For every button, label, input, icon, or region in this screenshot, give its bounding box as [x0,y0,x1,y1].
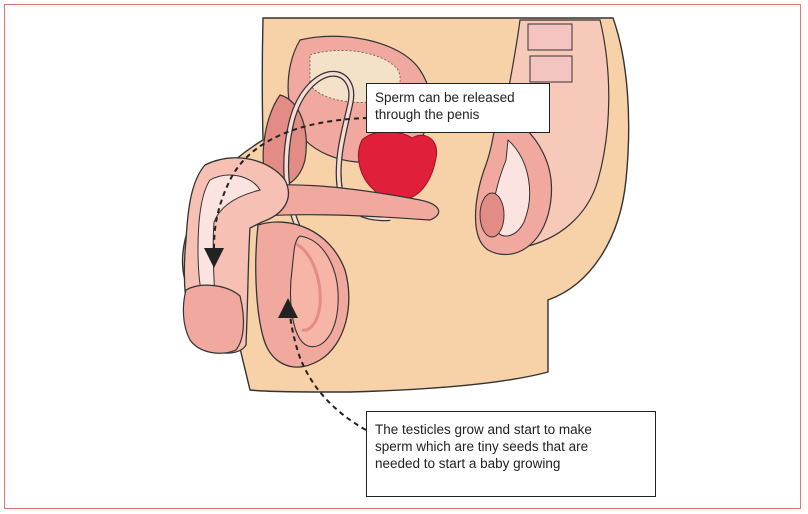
anus [480,193,504,237]
vertebra-2 [530,56,572,82]
label-sperm-release: Sperm can be released through the penis [366,83,550,133]
vertebra-1 [528,24,572,50]
label-testicles: The testicles grow and start to make spe… [366,411,656,497]
glans [183,285,243,353]
